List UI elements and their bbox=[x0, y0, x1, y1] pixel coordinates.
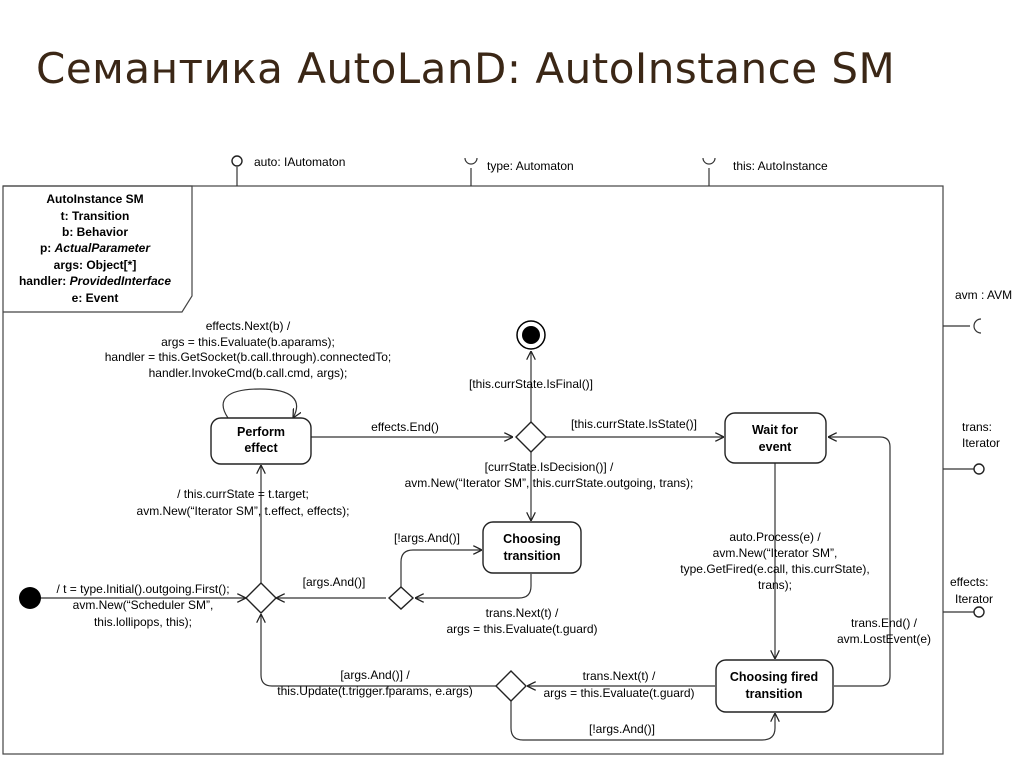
required-interface-icon bbox=[702, 157, 716, 165]
port-auto: auto: IAutomaton bbox=[231, 155, 345, 186]
transition-trans-end bbox=[828, 437, 891, 687]
header-line: handler: ProvidedInterface bbox=[19, 274, 171, 288]
state-wait-for-event: Wait for event bbox=[724, 412, 827, 464]
diagram-frame bbox=[2, 185, 944, 755]
provided-interface-icon bbox=[231, 155, 243, 167]
label-not-args-and-1: [!args.And()] bbox=[394, 531, 460, 545]
label-line: avm.New(“Iterator SM”, t.effect, effects… bbox=[137, 504, 350, 518]
state-label: Choosing bbox=[503, 532, 561, 546]
header-line: AutoInstance SM bbox=[46, 192, 143, 206]
port-trans-type: Iterator bbox=[962, 436, 1000, 450]
decision-top bbox=[515, 421, 547, 453]
header-line: p: ActualParameter bbox=[40, 241, 151, 255]
label-initial: / t = type.Initial().outgoing.First(); a… bbox=[56, 582, 229, 629]
provided-interface-icon bbox=[973, 606, 985, 618]
header-line: b: Behavior bbox=[62, 225, 128, 239]
port-this-label: this: AutoInstance bbox=[733, 159, 828, 173]
header-line: args: Object[*] bbox=[54, 258, 137, 272]
label-line: auto.Process(e) / bbox=[729, 530, 821, 544]
decision-left bbox=[245, 582, 277, 614]
header-box-lines: AutoInstance SM t: Transition b: Behavio… bbox=[19, 192, 171, 305]
label-is-decision: [currState.IsDecision()] / avm.New(“Iter… bbox=[405, 460, 694, 490]
label-line: this.Update(t.trigger.fparams, e.args) bbox=[277, 684, 472, 698]
transition-not-args-and-loop bbox=[400, 550, 482, 587]
required-interface-icon bbox=[464, 157, 478, 165]
initial-state bbox=[19, 587, 41, 609]
label-args-and-update: [args.And()] / this.Update(t.trigger.fpa… bbox=[277, 668, 472, 698]
label-effects-next: effects.Next(b) / args = this.Evaluate(b… bbox=[105, 319, 392, 380]
label-line: avm.New(“Iterator SM”, this.currState.ou… bbox=[405, 476, 694, 490]
state-label: transition bbox=[746, 687, 803, 701]
state-label: effect bbox=[244, 441, 278, 455]
label-is-state: [this.currState.IsState()] bbox=[571, 417, 697, 431]
label-line: trans.End() / bbox=[851, 616, 918, 630]
label-line: avm.New(“Scheduler SM”, bbox=[73, 598, 214, 612]
label-auto-process: auto.Process(e) / avm.New(“Iterator SM”,… bbox=[680, 530, 869, 592]
label-effects-end: effects.End() bbox=[371, 420, 439, 434]
state-perform-effect: Perform effect bbox=[210, 417, 312, 465]
transition-not-args-and-bottom bbox=[510, 701, 775, 741]
label-args-and: [args.And()] bbox=[303, 575, 366, 589]
label-trans-end: trans.End() / avm.LostEvent(e) bbox=[837, 616, 931, 646]
header-line: e: Event bbox=[72, 291, 119, 305]
label-trans-next-2: trans.Next(t) / args = this.Evaluate(t.g… bbox=[543, 669, 694, 700]
transition-self-loop bbox=[222, 388, 296, 418]
label-line: [currState.IsDecision()] / bbox=[485, 460, 614, 474]
label-line: / t = type.Initial().outgoing.First(); bbox=[56, 582, 229, 596]
port-trans: trans: Iterator bbox=[943, 420, 1000, 475]
port-trans-label: trans: bbox=[962, 420, 992, 434]
label-line: args = this.Evaluate(t.guard) bbox=[543, 686, 694, 700]
required-interface-icon bbox=[973, 318, 982, 334]
label-line: this.lollipops, this); bbox=[94, 615, 192, 629]
provided-interface-icon bbox=[973, 463, 985, 475]
label-line: avm.New(“Iterator SM”, bbox=[713, 546, 838, 560]
header-line: t: Transition bbox=[61, 209, 130, 223]
label-trans-next-1: trans.Next(t) / args = this.Evaluate(t.g… bbox=[446, 606, 597, 636]
label-line: args = this.Evaluate(t.guard) bbox=[446, 622, 597, 636]
port-avm: avm : AVM bbox=[943, 288, 1012, 334]
state-choosing-fired-transition: Choosing fired transition bbox=[715, 659, 834, 713]
state-label: Choosing fired bbox=[730, 670, 818, 684]
label-line: / this.currState = t.target; bbox=[177, 487, 309, 501]
transition-args-and-update bbox=[261, 614, 496, 687]
port-type-label: type: Automaton bbox=[487, 159, 574, 173]
label-line: type.GetFired(e.call, this.currState), bbox=[680, 562, 869, 576]
slide-title: Семантика AutoLanD: AutoInstance SM bbox=[36, 44, 896, 93]
label-line: avm.LostEvent(e) bbox=[837, 632, 931, 646]
port-this: this: AutoInstance bbox=[702, 157, 828, 186]
port-avm-label: avm : AVM bbox=[955, 288, 1012, 302]
final-state bbox=[516, 320, 546, 350]
port-auto-label: auto: IAutomaton bbox=[254, 155, 345, 169]
state-label: transition bbox=[504, 549, 561, 563]
port-effects: effects: Iterator bbox=[943, 575, 993, 618]
label-curr-state-target: / this.currState = t.target; avm.New(“It… bbox=[137, 487, 350, 518]
label-line: effects.Next(b) / bbox=[206, 319, 291, 333]
transition-choosing-to-diamond bbox=[415, 574, 532, 598]
label-line: handler = this.GetSocket(b.call.through)… bbox=[105, 350, 392, 364]
state-choosing-transition: Choosing transition bbox=[482, 521, 582, 574]
state-label: Perform bbox=[237, 425, 285, 439]
decision-bottom bbox=[495, 670, 527, 702]
port-effects-type: Iterator bbox=[955, 592, 993, 606]
port-type: type: Automaton bbox=[464, 157, 574, 186]
header-box bbox=[3, 185, 193, 313]
port-effects-label: effects: bbox=[950, 575, 988, 589]
state-label: event bbox=[759, 440, 792, 454]
label-line: trans.Next(t) / bbox=[583, 669, 656, 683]
label-not-args-and-2: [!args.And()] bbox=[589, 722, 655, 736]
state-label: Wait for bbox=[752, 423, 798, 437]
label-line: trans); bbox=[758, 578, 792, 592]
label-line: trans.Next(t) / bbox=[486, 606, 559, 620]
label-line: [args.And()] / bbox=[340, 668, 410, 682]
decision-middle bbox=[387, 586, 415, 610]
label-line: handler.InvokeCmd(b.call.cmd, args); bbox=[149, 366, 348, 380]
label-is-final: [this.currState.IsFinal()] bbox=[469, 377, 593, 391]
label-line: args = this.Evaluate(b.aparams); bbox=[161, 335, 335, 349]
